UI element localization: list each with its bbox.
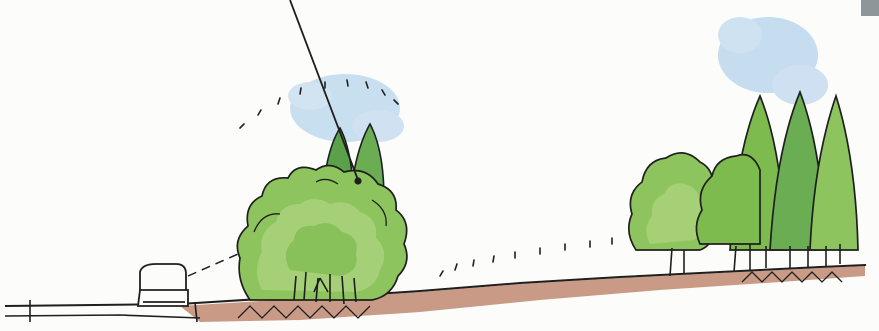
tree-cluster-right [629, 153, 760, 250]
vehicle-sketch [138, 264, 188, 306]
annotation-leader-dot [354, 177, 361, 184]
corner-tab [861, 0, 879, 16]
